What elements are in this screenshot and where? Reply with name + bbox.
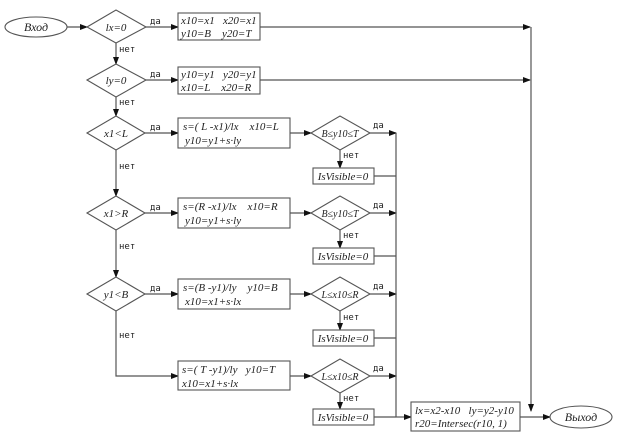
label-yes: да xyxy=(150,284,161,294)
process-p2: y10=y1 y20=y1 x10=L x20=R xyxy=(177,66,261,95)
label-yes: да xyxy=(373,201,384,211)
invisible-text: IsVisible=0 xyxy=(317,171,369,183)
process-line: y10=y1 y20=y1 xyxy=(180,69,257,81)
process-line: y10=y1+s·ly xyxy=(184,215,241,227)
branch-labels: да нет да нет да нет да нет да нет да не… xyxy=(119,17,384,404)
label-no: нет xyxy=(119,242,135,252)
process-line: s=( T -y1)/ly y10=T xyxy=(182,364,276,376)
start-label: Вход xyxy=(24,20,48,34)
label-no: нет xyxy=(343,394,359,404)
process-line: x10=L x20=R xyxy=(180,82,252,94)
process-line: x10=x1 x20=x1 xyxy=(180,15,257,27)
edge-y1B-no xyxy=(115,311,179,379)
decision-check4: L≤x10≤R xyxy=(309,358,372,394)
process-line: s=(B -y1)/ly y10=B xyxy=(183,282,278,294)
invisible-text: IsVisible=0 xyxy=(317,333,369,345)
decision-check2: B≤y10≤T xyxy=(309,195,372,231)
decision-text: x1>R xyxy=(103,208,129,220)
process-line: x10=x1+s·lx xyxy=(184,296,241,308)
label-no: нет xyxy=(119,331,135,341)
process-p5: s=(B -y1)/ly y10=B x10=x1+s·lx xyxy=(177,278,291,310)
decision-check1: B≤y10≤T xyxy=(309,115,372,151)
invisible-v4: IsVisible=0 xyxy=(312,408,375,426)
end-terminal: Выход xyxy=(549,405,613,429)
process-p1: x10=x1 x20=x1 y10=B y20=T xyxy=(177,12,261,41)
label-no: нет xyxy=(343,313,359,323)
label-yes: да xyxy=(150,70,161,80)
decision-text: ly=0 xyxy=(106,75,127,87)
decision-text: lx=0 xyxy=(106,22,127,34)
invisible-v3: IsVisible=0 xyxy=(312,329,375,347)
label-no: нет xyxy=(343,151,359,161)
invisible-text: IsVisible=0 xyxy=(317,412,369,424)
decision-text: L≤x10≤R xyxy=(320,372,358,383)
label-no: нет xyxy=(343,231,359,241)
label-yes: да xyxy=(373,121,384,131)
label-no: нет xyxy=(119,162,135,172)
decision-ly-zero: ly=0 xyxy=(85,63,148,98)
process-line: y10=B y20=T xyxy=(180,28,252,40)
process-line: s=( L -x1)/lx x10=L xyxy=(183,121,279,133)
process-p6: s=( T -y1)/ly y10=T x10=x1+s·lx xyxy=(177,360,291,391)
end-label: Выход xyxy=(565,410,597,424)
decision-x1-lt-L: x1<L xyxy=(85,115,147,151)
label-no: нет xyxy=(119,45,135,55)
decision-text: L≤x10≤R xyxy=(320,290,358,301)
invisible-v2: IsVisible=0 xyxy=(312,247,375,265)
label-yes: да xyxy=(150,17,161,27)
label-yes: да xyxy=(150,203,161,213)
decision-text: B≤y10≤T xyxy=(321,129,360,140)
label-yes: да xyxy=(373,364,384,374)
decision-x1-gt-R: x1>R xyxy=(85,195,147,231)
label-no: нет xyxy=(119,98,135,108)
label-yes: да xyxy=(150,123,161,133)
decision-text: B≤y10≤T xyxy=(321,209,360,220)
process-p3: s=( L -x1)/lx x10=L y10=y1+s·ly xyxy=(177,117,291,149)
process-line: r20=Intersec(r10, 1) xyxy=(415,418,507,430)
process-p4: s=(R -x1)/lx x10=R y10=y1+s·ly xyxy=(177,197,291,229)
invisible-v1: IsVisible=0 xyxy=(312,167,375,185)
process-line: y10=y1+s·ly xyxy=(184,135,241,147)
process-line: s=(R -x1)/lx x10=R xyxy=(183,201,278,213)
decision-check3: L≤x10≤R xyxy=(309,276,372,312)
label-yes: да xyxy=(373,282,384,292)
process-final: lx=x2-x10 ly=y2-y10 r20=Intersec(r10, 1) xyxy=(410,401,521,432)
invisible-text: IsVisible=0 xyxy=(317,251,369,263)
decision-y1-lt-B: y1<B xyxy=(85,276,147,312)
connectors xyxy=(67,24,551,420)
decision-lx-zero: lx=0 xyxy=(85,9,148,44)
start-terminal: Вход xyxy=(4,16,68,38)
process-line: x10=x1+s·lx xyxy=(181,378,238,390)
decision-text: x1<L xyxy=(103,128,128,140)
process-line: lx=x2-x10 ly=y2-y10 xyxy=(415,405,514,417)
decision-text: y1<B xyxy=(103,289,129,301)
